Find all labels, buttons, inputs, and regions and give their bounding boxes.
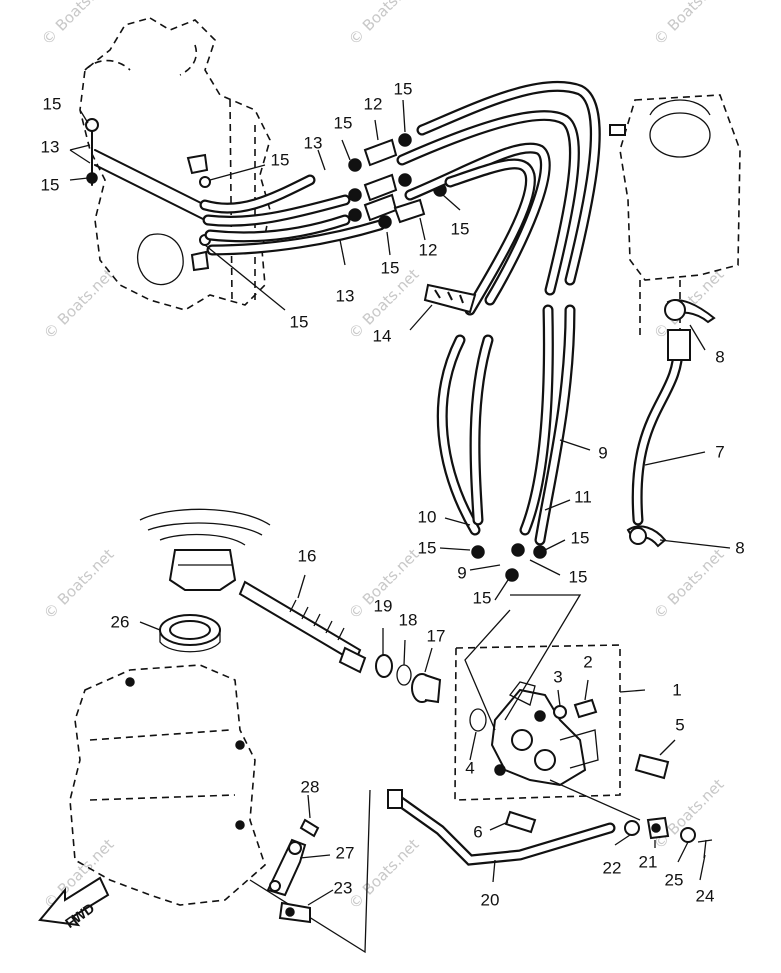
callout-12: 12 (363, 94, 383, 114)
callout-21: 21 (638, 852, 658, 872)
callout-15: 15 (472, 588, 492, 608)
callout-5: 5 (675, 715, 685, 735)
callout-10: 10 (417, 507, 437, 527)
callout-9: 9 (457, 563, 467, 583)
callout-15: 15 (570, 528, 590, 548)
callout-28: 28 (300, 777, 320, 797)
fittings-row (348, 133, 447, 229)
callout-15: 15 (333, 113, 353, 133)
callout-20: 20 (480, 890, 500, 910)
washer-3 (553, 705, 567, 719)
main-hoses (396, 80, 601, 582)
left-fittings (85, 118, 211, 272)
fwd-arrow (38, 876, 110, 927)
callout-15: 15 (568, 567, 588, 587)
callout-9: 9 (598, 443, 608, 463)
leader-line (549, 779, 706, 881)
oil-hose-7 (626, 329, 691, 548)
joint-23 (278, 901, 311, 924)
callout-23: 23 (333, 878, 353, 898)
callout-15: 15 (40, 175, 60, 195)
callout-27: 27 (335, 843, 355, 863)
callout-13: 13 (40, 137, 60, 157)
seal-26 (159, 614, 221, 653)
leader-lines (69, 99, 731, 831)
callout-6: 6 (473, 822, 483, 842)
fitting-5 (634, 753, 670, 780)
flywheel-top (139, 508, 271, 591)
callout-13: 13 (303, 133, 323, 153)
callout-7: 7 (715, 442, 725, 462)
callout-19: 19 (373, 596, 393, 616)
hose-bundle-13 (199, 174, 386, 256)
callout-2: 2 (583, 652, 593, 672)
seal-17 (411, 673, 442, 704)
callout-26: 26 (110, 612, 130, 632)
callout-12: 12 (418, 240, 438, 260)
upper-engine-outline (79, 17, 271, 311)
oil-pump-assembly (454, 644, 621, 801)
callout-15: 15 (393, 79, 413, 99)
callout-15: 15 (450, 219, 470, 239)
washer-22 (624, 820, 640, 836)
callout-17: 17 (426, 626, 446, 646)
lever-27 (266, 838, 307, 897)
callout-15: 15 (380, 258, 400, 278)
callout-3: 3 (553, 667, 563, 687)
callout-1: 1 (672, 680, 682, 700)
o-ring-18 (396, 664, 412, 686)
callout-18: 18 (398, 610, 418, 630)
oil-tank (609, 94, 741, 340)
callout-22: 22 (602, 858, 622, 878)
pump-link-20 (387, 789, 616, 883)
callout-4: 4 (465, 758, 475, 778)
hose-clip-14 (423, 283, 477, 314)
callout-24: 24 (695, 886, 715, 906)
leader-line (307, 794, 311, 819)
bolt-6 (504, 810, 537, 834)
callout-13: 13 (335, 286, 355, 306)
washer-25 (680, 827, 696, 843)
callout-15: 15 (289, 312, 309, 332)
pin-24 (697, 839, 713, 859)
callout-16: 16 (297, 546, 317, 566)
joint-21 (646, 816, 670, 840)
leader-line (307, 889, 334, 906)
callout-11: 11 (574, 487, 592, 507)
washer-19 (375, 654, 393, 678)
leader-line (299, 854, 331, 859)
callout-14: 14 (372, 326, 392, 346)
callout-25: 25 (664, 870, 684, 890)
callout-8: 8 (735, 538, 745, 558)
callout-15: 15 (417, 538, 437, 558)
callout-8: 8 (715, 347, 725, 367)
callout-15: 15 (270, 150, 290, 170)
bolt-2 (573, 698, 598, 719)
lower-engine-outline (69, 664, 266, 906)
pin-28 (299, 818, 320, 838)
pump-shaft-16 (238, 580, 367, 674)
callout-15: 15 (42, 94, 62, 114)
